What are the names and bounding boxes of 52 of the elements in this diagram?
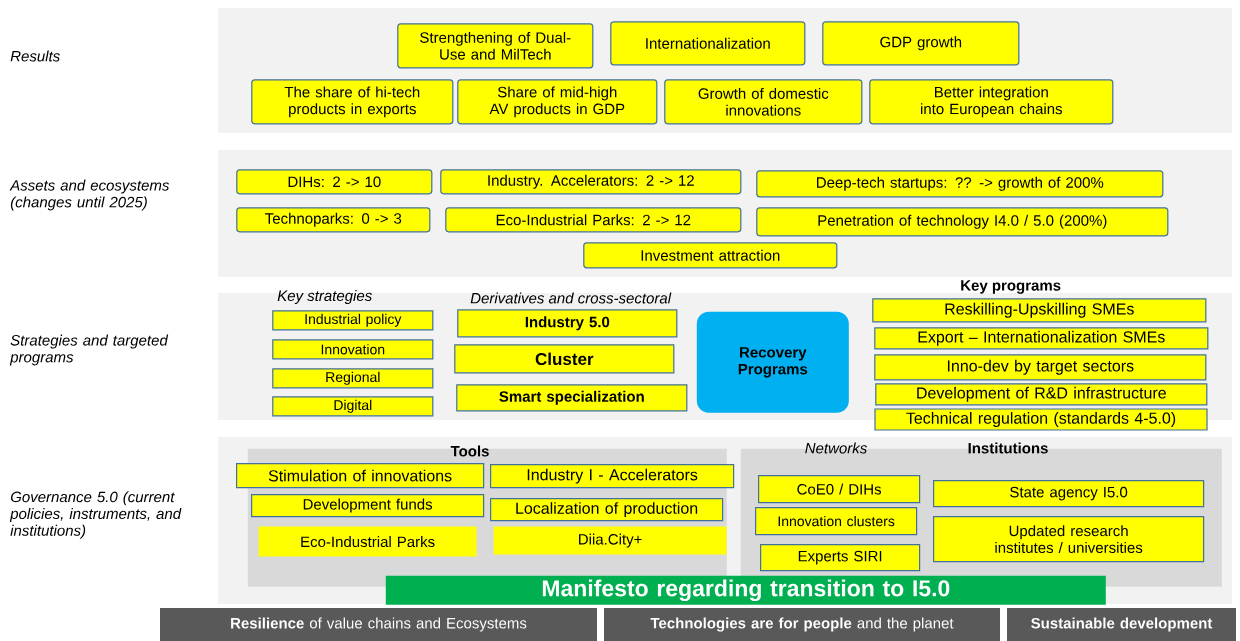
text-box: Innovation bbox=[272, 339, 434, 360]
text-box: Industrial policy bbox=[272, 310, 434, 331]
text-box: Reskilling-Upskilling SMEs bbox=[872, 298, 1207, 323]
text-box: Strengthening of Dual-Use and MilTech bbox=[397, 23, 594, 69]
text-box: Internationalization bbox=[610, 21, 806, 66]
text-box: Export – Internationalization SMEs bbox=[874, 327, 1209, 350]
text-box: Digital bbox=[272, 396, 434, 417]
text-box: Growth of domestic innovations bbox=[664, 79, 863, 125]
panel-heading: Institutions bbox=[968, 442, 1048, 454]
footer-bar: Resilience of value chains and Ecosystems bbox=[160, 608, 597, 641]
text-box: Experts SIRI bbox=[760, 544, 921, 572]
banner: Manifesto regarding transition to I5.0 bbox=[385, 575, 1106, 605]
text-box: Innovation clusters bbox=[755, 507, 918, 536]
text-box: Technoparks: 0 -> 3 bbox=[236, 207, 431, 233]
text-box: Eco-Industrial Parks bbox=[258, 526, 477, 557]
text-box: CoE0 / DIHs bbox=[758, 475, 921, 504]
text-box: Share of mid-high AV products in GDP bbox=[457, 79, 658, 125]
text-box: Deep-tech startups: ?? -> growth of 200% bbox=[756, 170, 1164, 198]
section-heading: Key programs bbox=[961, 280, 1061, 294]
section-heading: Key strategies bbox=[277, 290, 372, 304]
text-box: Penetration of technology I4.0 / 5.0 (200%) bbox=[756, 207, 1169, 237]
text-box: Development of R&D infrastructure bbox=[875, 383, 1208, 406]
text-box: Diia.City+ bbox=[493, 526, 727, 555]
footer-bar: Sustainable development bbox=[1007, 608, 1236, 641]
section-heading: Derivatives and cross-sectoral bbox=[470, 292, 672, 304]
row-label: Assets and ecosystems (changes until 2025) bbox=[9, 179, 170, 211]
text-box: DIHs: 2 -> 10 bbox=[236, 169, 433, 195]
text-box: Regional bbox=[272, 368, 434, 389]
text-box: Industry I - Accelerators bbox=[490, 464, 735, 489]
text-box: Inno-dev by target sectors bbox=[874, 354, 1207, 381]
text-box: Industry 5.0 bbox=[457, 309, 678, 338]
text-box: Updated research institutes / universities bbox=[933, 516, 1205, 563]
text-box: Stimulation of innovations bbox=[236, 463, 485, 489]
text-box: Localization of production bbox=[490, 498, 724, 522]
panel-heading: Networks bbox=[805, 442, 867, 454]
text-box: Investment attraction bbox=[583, 242, 838, 269]
text-box: State agency I5.0 bbox=[933, 480, 1205, 508]
text-box: Eco-Industrial Parks: 2 -> 12 bbox=[445, 207, 742, 233]
row-label: Results bbox=[10, 50, 60, 62]
panel-heading: Tools bbox=[450, 445, 489, 457]
row-label: Strategies and targeted programs bbox=[9, 334, 169, 366]
text-box: Development funds bbox=[251, 494, 485, 518]
text-box: The share of hi-tech products in exports bbox=[251, 79, 454, 125]
footer-bar: Technologies are for people and the planet bbox=[604, 608, 1000, 641]
text-box: GDP growth bbox=[822, 21, 1020, 66]
text-box: Better integration into European chains bbox=[869, 79, 1114, 125]
text-box: Technical regulation (standards 4-5.0) bbox=[874, 408, 1208, 431]
text-box: Industry. Accelerators: 2 -> 12 bbox=[440, 169, 742, 195]
text-box: Smart specialization bbox=[456, 384, 688, 412]
row-label: Governance 5.0 (current policies, instruments, and institutions) bbox=[9, 491, 182, 539]
rounded-box: Recovery Programs bbox=[696, 311, 849, 413]
text-box: Cluster bbox=[454, 344, 675, 374]
